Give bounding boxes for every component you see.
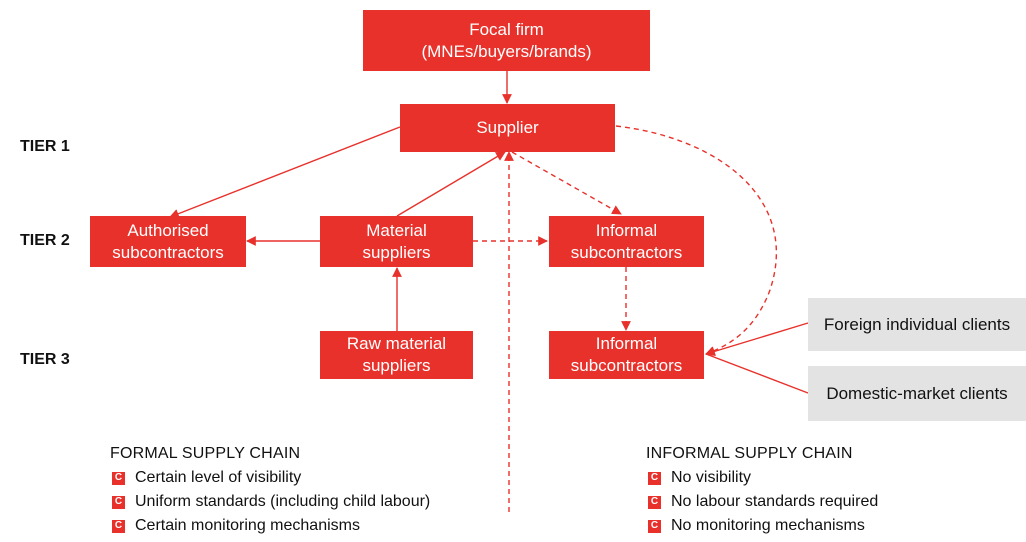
legend-informal-item-text: No visibility	[671, 469, 752, 486]
node-foreign-line1: Foreign individual clients	[823, 314, 1011, 334]
legend-informal-item-text: No monitoring mechanisms	[671, 517, 865, 534]
bullet-icon: C	[112, 495, 125, 509]
bullet-icon: C	[112, 519, 125, 533]
line-domestic-to-informal	[705, 353, 809, 394]
legend-formal-item: C Uniform standards (including child lab…	[110, 490, 430, 514]
node-domestic-line1: Domestic-market clients	[826, 383, 1008, 403]
tier-2-label: TIER 2	[20, 232, 70, 249]
tier-3-label: TIER 3	[20, 351, 70, 368]
node-foreign-individual-clients: Foreign individual clients	[808, 298, 1026, 351]
dashed-supplier-curve-to-informal	[615, 125, 777, 356]
legend-informal-item: C No labour standards required	[646, 490, 878, 514]
bullet-icon: C	[648, 519, 661, 533]
legend-informal-item-text: No labour standards required	[671, 493, 879, 510]
node-informal-t2-line2: subcontractors	[570, 242, 683, 262]
legend-informal-heading: INFORMAL SUPPLY CHAIN	[646, 445, 853, 462]
bullet-icon: C	[648, 495, 661, 509]
legend-formal-item-text: Certain level of visibility	[135, 469, 302, 486]
arrow-supplier-to-authorised	[169, 126, 401, 219]
node-authorised-line1: Authorised	[127, 220, 209, 240]
node-authorised-subcontractors: Authorised subcontractors	[90, 216, 246, 267]
node-raw-material-suppliers: Raw material suppliers	[320, 331, 473, 379]
arrow-material-to-supplier	[396, 151, 506, 217]
node-informal-t3-line1: Informal	[595, 334, 658, 353]
node-informal-subcontractors-tier2: Informal subcontractors	[549, 216, 704, 267]
node-raw-line2: suppliers	[362, 356, 431, 375]
node-focal-firm-line1: Focal firm	[469, 19, 544, 39]
node-supplier-line1: Supplier	[476, 118, 539, 137]
node-authorised-line2: subcontractors	[112, 242, 224, 262]
legend-informal-item: C No monitoring mechanisms	[646, 514, 878, 538]
legend-formal: FORMAL SUPPLY CHAIN C Certain level of v…	[110, 442, 430, 538]
node-raw-line1: Raw material	[346, 334, 447, 353]
node-focal-firm-line2: (MNEs/buyers/brands)	[421, 41, 592, 61]
dashed-supplier-to-informal	[511, 151, 622, 215]
bullet-icon: C	[112, 471, 125, 485]
legend-formal-heading: FORMAL SUPPLY CHAIN	[110, 445, 301, 462]
legend-formal-item: C Certain level of visibility	[110, 466, 430, 490]
legend-formal-item-text: Certain monitoring mechanisms	[135, 517, 360, 534]
legend-formal-item-text: Uniform standards (including child labou…	[135, 493, 431, 510]
node-domestic-market-clients: Domestic-market clients	[808, 366, 1026, 421]
node-focal-firm: Focal firm (MNEs/buyers/brands)	[363, 10, 650, 71]
legend-formal-item: C Certain monitoring mechanisms	[110, 514, 430, 538]
node-material-line1: Material	[366, 220, 427, 240]
legend-informal: INFORMAL SUPPLY CHAIN C No visibility C …	[646, 442, 878, 538]
node-supplier: Supplier	[400, 104, 615, 152]
node-material-suppliers: Material suppliers	[320, 216, 473, 267]
node-material-line2: suppliers	[362, 242, 431, 262]
bullet-icon: C	[648, 471, 661, 485]
legend-informal-item: C No visibility	[646, 466, 878, 490]
arrow-foreign-to-informal	[705, 322, 809, 357]
node-informal-subcontractors-tier3: Informal subcontractors	[549, 331, 704, 379]
tier-1-label: TIER 1	[20, 138, 70, 155]
node-informal-t3-line2: subcontractors	[570, 356, 683, 375]
node-informal-t2-line1: Informal	[595, 220, 658, 240]
